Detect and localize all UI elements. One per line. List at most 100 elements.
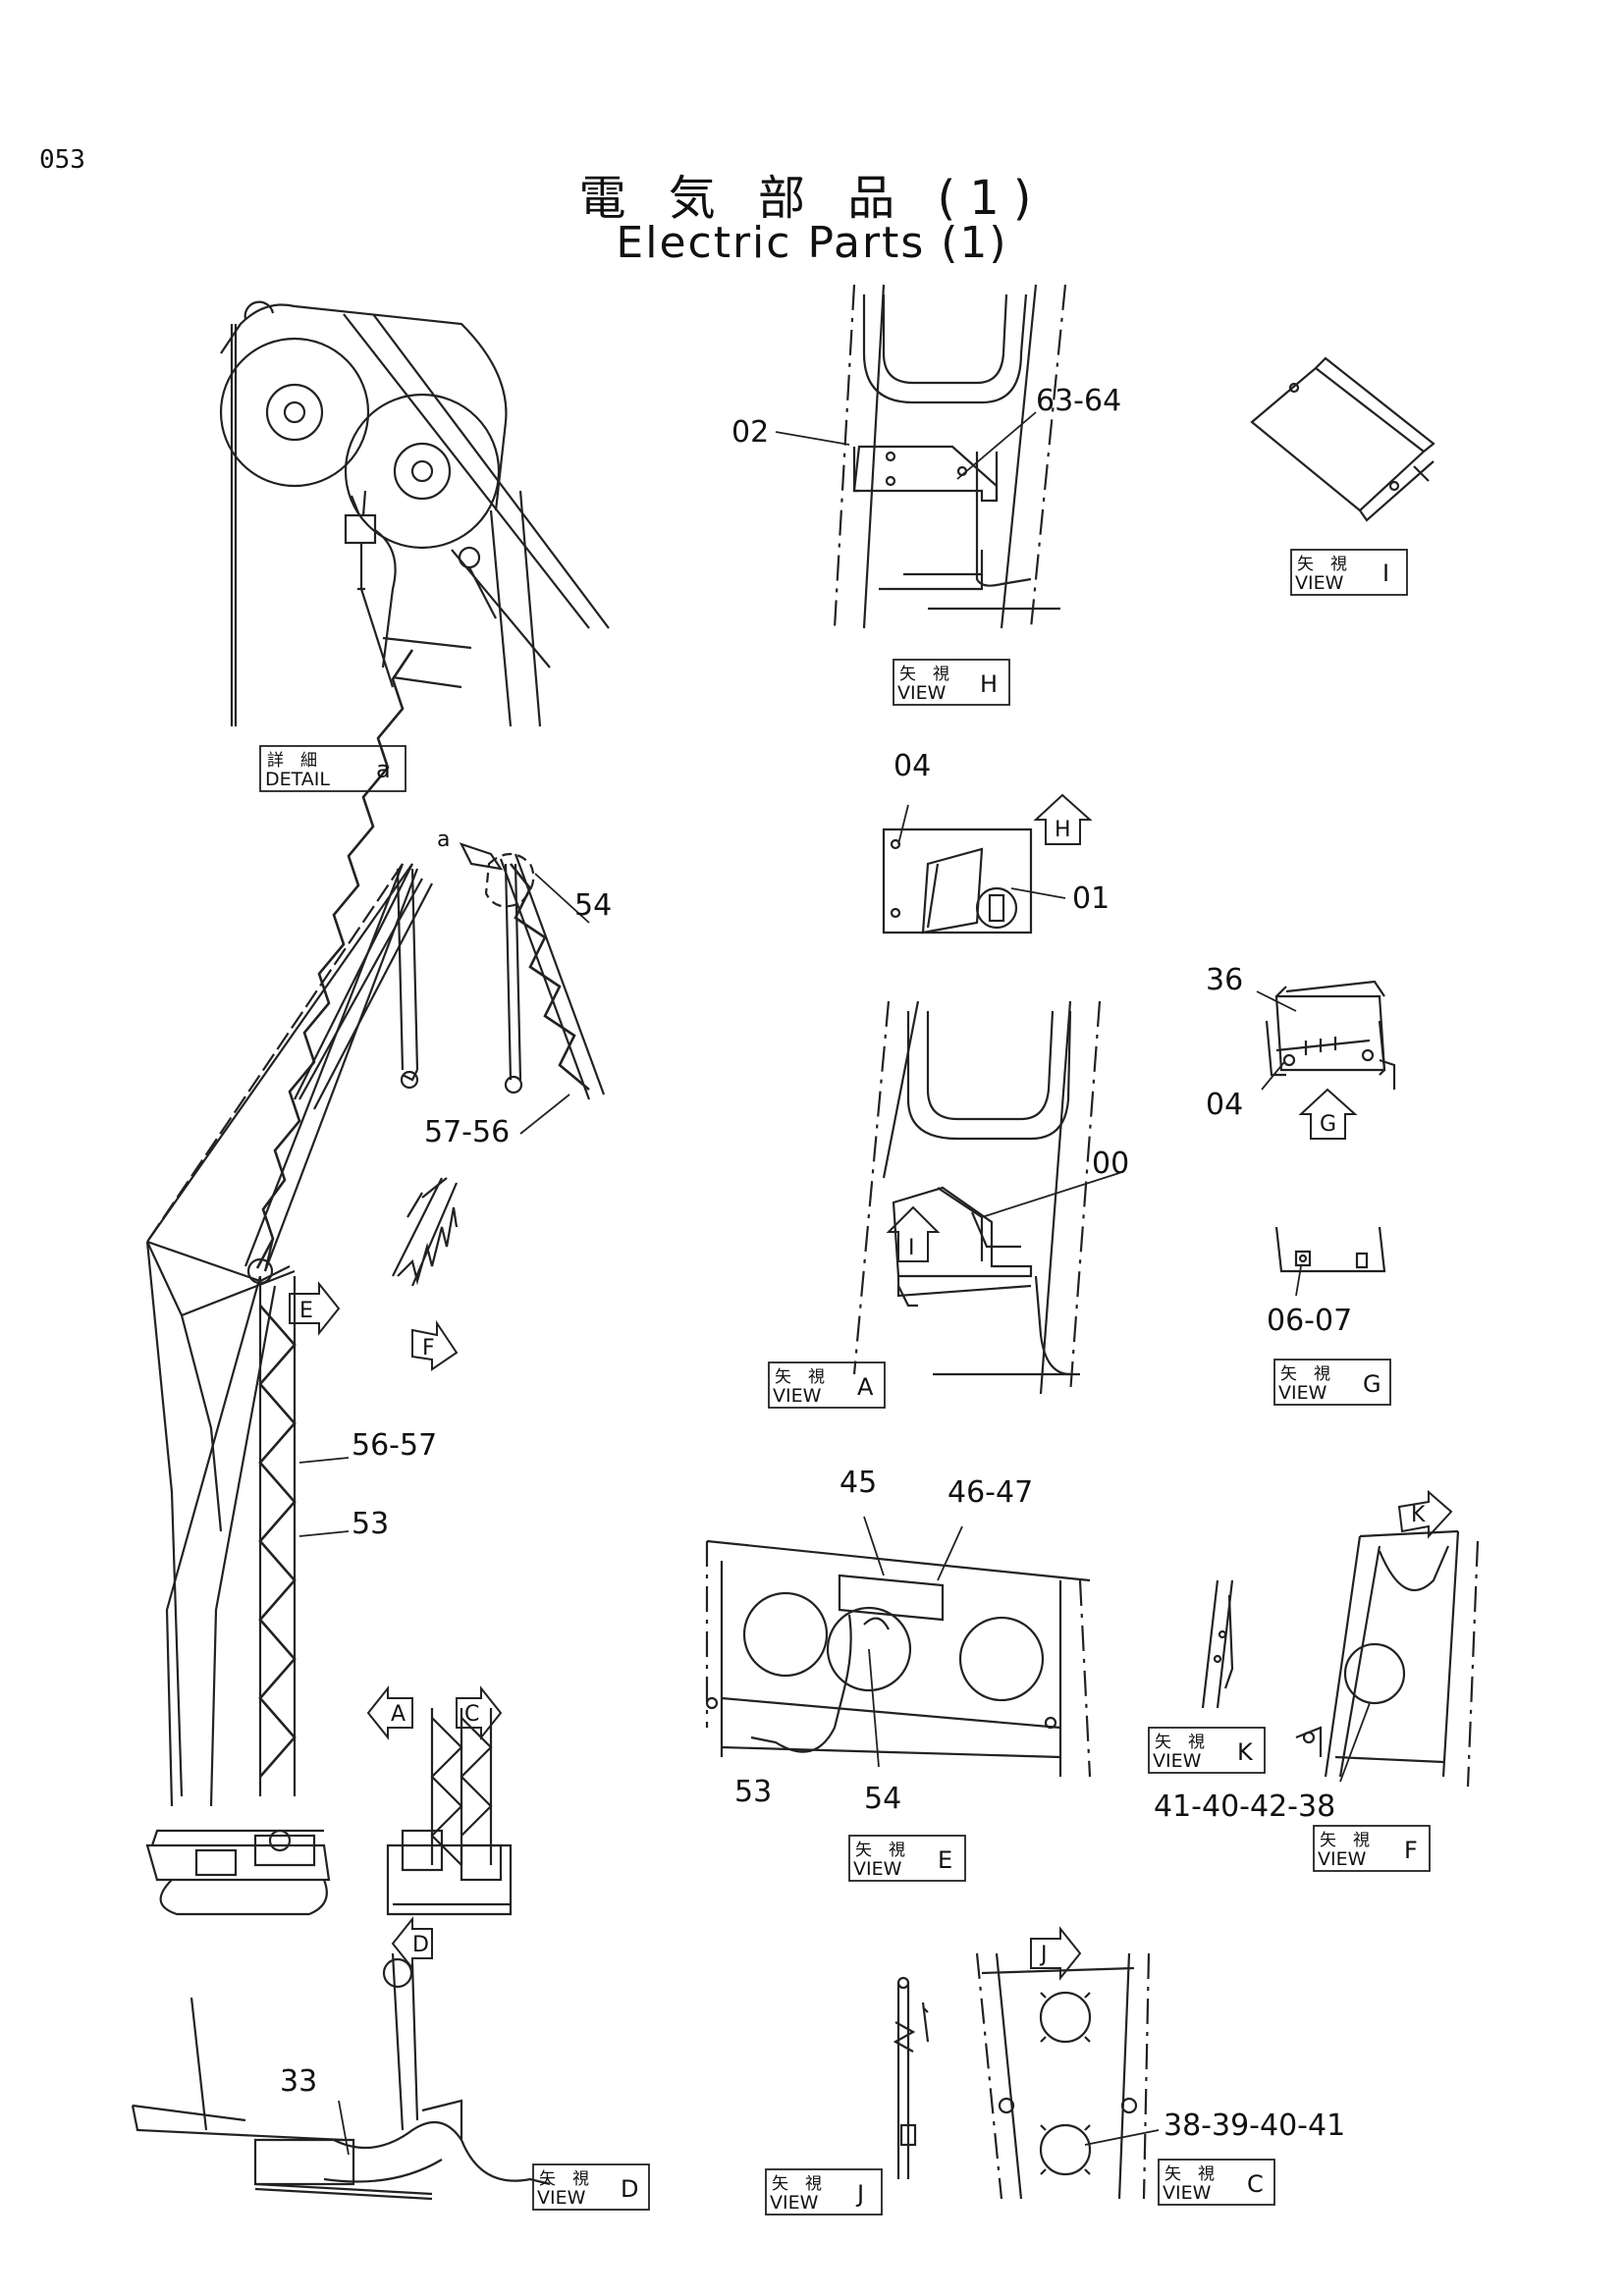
svg-text:VIEW: VIEW bbox=[537, 2187, 586, 2209]
view-arrow-letters: H G I E F A C D K J bbox=[299, 818, 1426, 1967]
caption-view-d: 矢 視 VIEW D bbox=[537, 2169, 638, 2209]
svg-text:VIEW: VIEW bbox=[853, 1858, 902, 1880]
svg-text:矢 視: 矢 視 bbox=[1280, 1364, 1330, 1384]
part-label-00: 00 bbox=[1092, 1147, 1129, 1181]
svg-text:VIEW: VIEW bbox=[1318, 1848, 1367, 1870]
svg-text:H: H bbox=[980, 670, 998, 698]
svg-text:I: I bbox=[908, 1236, 915, 1260]
view-i-drawing bbox=[1250, 356, 1435, 522]
part-label-04-g: 04 bbox=[1206, 1088, 1243, 1122]
svg-text:a: a bbox=[376, 756, 391, 783]
part-label-57-56: 57-56 bbox=[424, 1115, 510, 1149]
svg-text:矢 視: 矢 視 bbox=[775, 1367, 825, 1387]
svg-text:VIEW: VIEW bbox=[773, 1385, 822, 1407]
view-arrow-c-icon bbox=[456, 1685, 503, 1740]
svg-text:D: D bbox=[412, 1933, 429, 1957]
part-label-36: 36 bbox=[1206, 963, 1243, 997]
part-label-45: 45 bbox=[839, 1466, 877, 1500]
svg-text:G: G bbox=[1320, 1112, 1336, 1137]
svg-text:DETAIL: DETAIL bbox=[265, 769, 330, 790]
svg-text:E: E bbox=[938, 1846, 952, 1874]
crane-drawing bbox=[145, 649, 606, 1916]
panel-01-drawing bbox=[882, 828, 1033, 934]
svg-text:F: F bbox=[422, 1336, 435, 1361]
svg-text:VIEW: VIEW bbox=[1278, 1382, 1327, 1404]
svg-text:K: K bbox=[1237, 1738, 1254, 1766]
caption-view-a: 矢 視 VIEW A bbox=[773, 1367, 874, 1407]
view-d-drawing bbox=[131, 1952, 551, 2201]
svg-text:矢 視: 矢 視 bbox=[899, 665, 949, 684]
caption-view-c: 矢 視 VIEW C bbox=[1163, 2164, 1264, 2204]
part-label-41-40-42-38: 41-40-42-38 bbox=[1154, 1789, 1335, 1824]
svg-text:矢 視: 矢 視 bbox=[1164, 2164, 1215, 2184]
view-arrow-g-icon bbox=[1298, 1088, 1358, 1140]
caption-view-j: 矢 視 VIEW J bbox=[770, 2174, 864, 2214]
view-e-drawing bbox=[705, 1539, 1092, 1778]
page-number: 053 bbox=[39, 145, 85, 175]
view-h-drawing bbox=[833, 284, 1067, 629]
view-arrow-e-icon bbox=[289, 1281, 341, 1336]
view-g-drawing bbox=[1265, 980, 1396, 1090]
svg-text:E: E bbox=[299, 1299, 313, 1323]
view-arrow-j-icon bbox=[1030, 1926, 1082, 1981]
svg-text:J: J bbox=[1039, 1943, 1048, 1967]
caption-view-e: 矢 視 VIEW E bbox=[853, 1841, 952, 1880]
view-arrows bbox=[289, 793, 1453, 1981]
svg-text:I: I bbox=[1382, 560, 1389, 587]
part-label-53-crane: 53 bbox=[352, 1507, 389, 1541]
view-f-drawing bbox=[1295, 1529, 1480, 1788]
caption-boxes bbox=[259, 549, 1431, 2216]
leader-lines bbox=[298, 411, 1371, 2156]
svg-text:矢 視: 矢 視 bbox=[1155, 1733, 1205, 1752]
svg-text:A: A bbox=[391, 1702, 406, 1727]
svg-text:VIEW: VIEW bbox=[897, 682, 947, 704]
svg-text:VIEW: VIEW bbox=[1295, 572, 1344, 594]
svg-text:矢 視: 矢 視 bbox=[1297, 555, 1347, 574]
svg-text:D: D bbox=[621, 2175, 638, 2203]
view-g-detail-drawing bbox=[1274, 1226, 1386, 1273]
svg-text:K: K bbox=[1411, 1503, 1426, 1527]
part-label-54-e: 54 bbox=[864, 1782, 901, 1816]
view-k-drawing bbox=[1201, 1579, 1234, 1709]
part-label-54-top: 54 bbox=[574, 888, 612, 923]
part-label-04-top: 04 bbox=[893, 749, 931, 783]
svg-text:矢 視: 矢 視 bbox=[855, 1841, 905, 1860]
part-labels: 02 63-64 04 01 36 04 00 06-07 a 54 57-56… bbox=[280, 384, 1352, 2143]
svg-text:VIEW: VIEW bbox=[770, 2192, 819, 2214]
view-arrow-i-icon bbox=[886, 1205, 941, 1262]
part-label-46-47: 46-47 bbox=[947, 1475, 1033, 1510]
view-arrow-k-icon bbox=[1397, 1489, 1453, 1539]
view-arrow-d-icon bbox=[391, 1916, 433, 1971]
svg-text:矢 視: 矢 視 bbox=[1320, 1831, 1370, 1850]
part-label-02: 02 bbox=[731, 415, 769, 450]
view-j-drawing bbox=[893, 1976, 930, 2179]
part-label-38-39-40-41: 38-39-40-41 bbox=[1164, 2109, 1345, 2143]
detail-a-drawing bbox=[219, 300, 610, 727]
svg-text:VIEW: VIEW bbox=[1163, 2182, 1212, 2204]
svg-text:C: C bbox=[1247, 2170, 1264, 2198]
svg-text:J: J bbox=[855, 2180, 864, 2208]
part-label-a: a bbox=[437, 828, 450, 852]
svg-text:矢 視: 矢 視 bbox=[539, 2169, 589, 2189]
part-label-53-e: 53 bbox=[734, 1775, 772, 1809]
view-arrow-h-icon bbox=[1033, 793, 1093, 845]
part-label-63-64: 63-64 bbox=[1036, 384, 1121, 418]
caption-view-k: 矢 視 VIEW K bbox=[1153, 1733, 1254, 1772]
caption-view-i: 矢 視 VIEW I bbox=[1295, 555, 1389, 594]
svg-text:矢 視: 矢 視 bbox=[772, 2174, 822, 2194]
svg-text:F: F bbox=[1404, 1837, 1418, 1864]
svg-text:H: H bbox=[1055, 818, 1071, 842]
view-c-drawing bbox=[975, 1952, 1151, 2200]
part-label-06-07: 06-07 bbox=[1267, 1304, 1352, 1338]
caption-detail-a: 詳 細 DETAIL a bbox=[265, 751, 391, 790]
svg-text:VIEW: VIEW bbox=[1153, 1750, 1202, 1772]
view-a-drawing bbox=[852, 1000, 1102, 1395]
caption-view-h: 矢 視 VIEW H bbox=[897, 665, 998, 704]
svg-text:C: C bbox=[464, 1702, 479, 1727]
part-label-01: 01 bbox=[1072, 881, 1110, 916]
svg-text:G: G bbox=[1363, 1370, 1381, 1398]
svg-text:詳 細: 詳 細 bbox=[267, 751, 317, 771]
caption-view-g: 矢 視 VIEW G bbox=[1278, 1364, 1381, 1404]
view-arrow-f-icon bbox=[411, 1319, 459, 1371]
page-title-english: Electric Parts (1) bbox=[616, 218, 1008, 268]
